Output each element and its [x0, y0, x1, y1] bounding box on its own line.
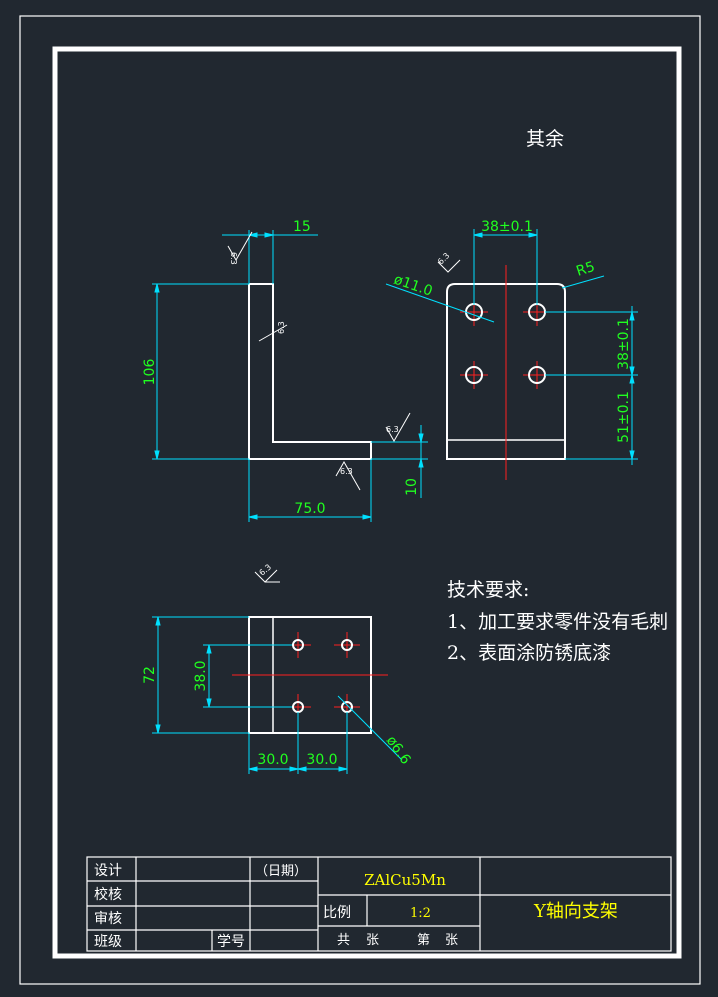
sheet-total-a: 共 — [337, 933, 350, 948]
dim-hole-spacing-h — [473, 229, 538, 305]
outer-frame — [19, 15, 701, 985]
dim-thickness — [222, 230, 318, 284]
plate-outline — [446, 283, 566, 460]
dim-bottom-label: 51±0.1 — [616, 391, 632, 443]
roughness-symbol — [385, 412, 411, 443]
date-label: （日期） — [255, 864, 307, 879]
scale-value: 1:2 — [410, 906, 431, 921]
dim-hole-spacing-h-label: 38±0.1 — [481, 219, 533, 235]
roughness-label: 6.3 — [340, 467, 353, 476]
roughness-symbol — [258, 324, 288, 342]
dim-top-horizontal — [248, 712, 348, 774]
dim-top-spacing — [203, 644, 292, 708]
tech-requirements: 技术要求: 1、加工要求零件没有毛刺 2、表面涂防锈底漆 — [447, 579, 668, 664]
student-id-label: 学号 — [217, 934, 245, 950]
dim-length — [248, 459, 372, 522]
material-label: ZAlCu5Mn — [364, 871, 446, 889]
dim-height — [152, 283, 249, 460]
dim-top-height-label: 72 — [142, 666, 158, 684]
row-label-class: 班级 — [94, 934, 122, 950]
roughness-symbol — [437, 259, 461, 273]
row-label-design: 设计 — [94, 863, 122, 879]
part-name: Y轴向支架 — [533, 901, 618, 922]
side-view: 15 106 75.0 10 6.3 — [142, 219, 428, 522]
dim-radius-label: R5 — [574, 259, 597, 280]
dim-top-left-label: 30.0 — [257, 752, 288, 768]
dim-height-label: 106 — [142, 359, 158, 386]
tech-requirements-heading: 技术要求: — [447, 579, 529, 601]
centerlines — [232, 632, 388, 720]
dim-hole-spacing-v-label: 38±0.1 — [616, 318, 632, 370]
dim-top-height — [152, 616, 249, 734]
dim-top-spacing-label: 38.0 — [193, 660, 209, 691]
scale-label: 比例 — [323, 905, 351, 921]
row-label-check: 校核 — [94, 886, 122, 903]
general-roughness-note: 其余 — [526, 128, 564, 150]
sheet-no-b: 张 — [445, 933, 458, 948]
inner-frame — [52, 46, 682, 959]
dim-thickness-label: 15 — [293, 219, 311, 235]
roughness-symbol — [335, 460, 361, 491]
dim-top-right-label: 30.0 — [306, 752, 337, 768]
tech-requirement-item: 2、表面涂防锈底漆 — [447, 642, 611, 664]
roughness-symbol — [227, 231, 253, 262]
row-label-review: 审核 — [94, 911, 122, 927]
dim-vertical — [545, 306, 638, 465]
sheet-total-b: 张 — [366, 933, 379, 948]
roughness-label: 6.3 — [386, 425, 399, 434]
dim-length-label: 75.0 — [294, 501, 325, 517]
front-view: 38±0.1 ø11.0 6.3 R5 38±0.1 51±0.1 — [385, 219, 638, 480]
title-block: 设计 校核 审核 班级 （日期） 学号 ZAlCu5Mn 比例 1:2 共 张 … — [86, 856, 672, 952]
dim-base-label: 10 — [404, 478, 420, 496]
sheet-no-a: 第 — [417, 933, 430, 948]
tech-requirement-item: 1、加工要求零件没有毛刺 — [447, 611, 668, 633]
roughness-symbol — [254, 569, 280, 583]
roughness-label: 6.3 — [277, 321, 286, 334]
dim-base — [371, 425, 428, 498]
roughness-label: 6.3 — [229, 252, 238, 265]
